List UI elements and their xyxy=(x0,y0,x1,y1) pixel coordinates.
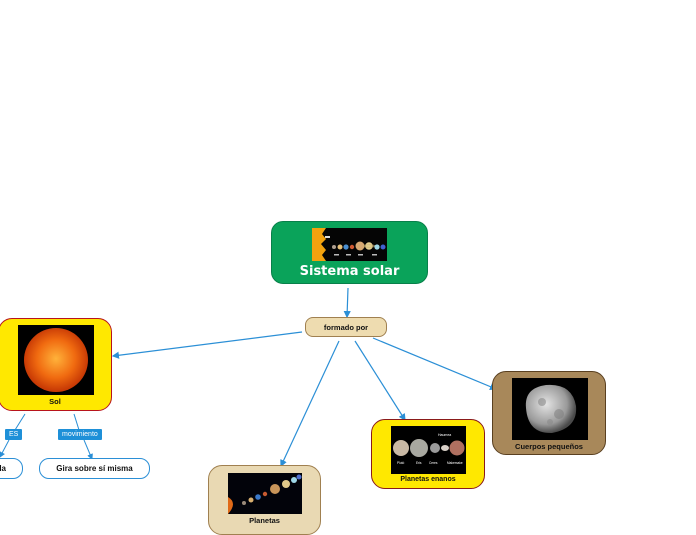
dwarf-label-ceres: Ceres xyxy=(429,461,438,465)
node-planetas[interactable]: Planetas xyxy=(208,465,321,535)
sol-label: Sol xyxy=(49,397,61,406)
pill-left[interactable]: la xyxy=(0,458,23,479)
link-connector-to-enanos xyxy=(354,340,406,422)
dwarf-label-eris: Eris xyxy=(416,461,422,465)
planets-image xyxy=(228,473,302,514)
dwarf-planets-image: Haumea Plutó Eris Ceres Makemake xyxy=(391,426,466,474)
node-sol[interactable]: Sol xyxy=(0,318,112,411)
central-node-sistema-solar[interactable]: Sistema solar xyxy=(271,221,428,284)
node-planetas-enanos[interactable]: Haumea Plutó Eris Ceres Makemake Planeta… xyxy=(371,419,485,489)
central-title: Sistema solar xyxy=(299,264,400,279)
tag-es[interactable]: ES xyxy=(5,429,23,440)
pill-gira-sobre-si-misma[interactable]: Gira sobre sí misma xyxy=(39,458,150,479)
cuerpos-pequenos-label: Cuerpos pequeños xyxy=(515,442,583,451)
connection-lines xyxy=(0,287,498,468)
planets-picture xyxy=(228,473,302,514)
pill-left-label: la xyxy=(0,464,6,473)
connector-label: formado por xyxy=(323,323,369,332)
node-cuerpos-pequenos[interactable]: Cuerpos pequeños xyxy=(492,371,606,455)
link-sol-to-movimiento xyxy=(73,413,80,431)
link-connector-to-cuerpos xyxy=(372,337,498,391)
link-sol-to-es xyxy=(14,413,26,431)
dwarf-label-pluto: Plutó xyxy=(397,461,404,465)
sun-image xyxy=(18,325,94,395)
asteroid-image xyxy=(512,378,588,440)
pill-right-label: Gira sobre sí misma xyxy=(56,464,133,473)
dwarf-planets-picture: Haumea Plutó Eris Ceres Makemake xyxy=(391,426,466,474)
connector-formado-por[interactable]: formado por xyxy=(305,317,387,337)
link-connector-to-sol xyxy=(111,331,303,359)
solar-system-image xyxy=(312,228,387,261)
link-movimiento-to-pill-right xyxy=(83,439,93,460)
link-connector-to-planetas xyxy=(280,340,340,468)
solar-system-picture xyxy=(312,228,387,261)
link-es-to-pill-left xyxy=(0,439,10,458)
link-central-to-connector xyxy=(343,287,351,319)
planetas-enanos-label: Planetas enanos xyxy=(400,476,456,483)
sun-picture xyxy=(18,325,94,395)
dwarf-label-haumea: Haumea xyxy=(438,433,451,437)
tag-movimiento[interactable]: movimiento xyxy=(58,429,102,440)
asteroid-picture xyxy=(512,378,588,440)
planetas-label: Planetas xyxy=(249,516,280,525)
dwarf-label-makemake: Makemake xyxy=(447,461,463,465)
